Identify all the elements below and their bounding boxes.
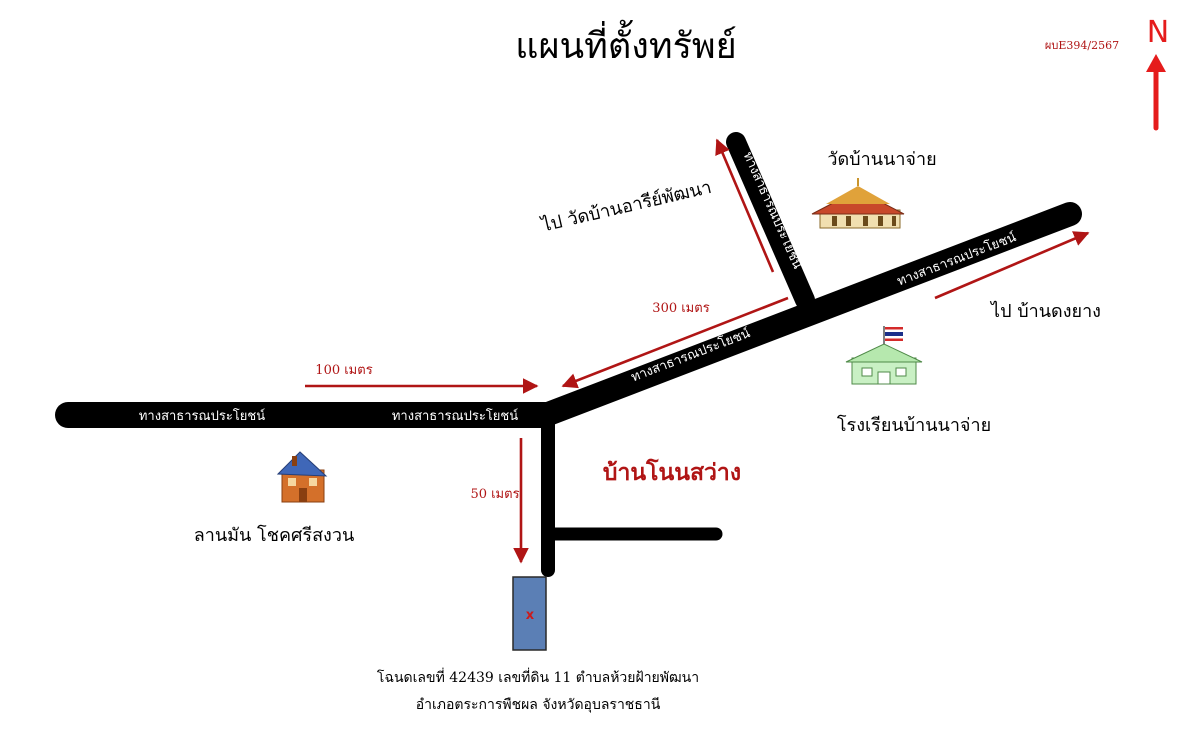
road-label-north-branch: ทางสาธารณประโยชน์ [740, 149, 806, 271]
distance-100m: 100 เมตร [315, 363, 372, 378]
arrow-to-ban-dong-yang [934, 231, 1090, 300]
direction-arrows [305, 138, 1090, 564]
road-network [55, 132, 1082, 577]
road-label-west: ทางสาธารณประโยชน์ [139, 408, 265, 424]
place-wat-ban-na-chai: วัดบ้านนาจ่าย [827, 149, 936, 170]
place-to-ban-dong-yang: ไป บ้านดงยาง [989, 300, 1101, 322]
distance-300m: 300 เมตร [652, 301, 709, 316]
distance-50m: 50 เมตร [470, 487, 519, 502]
road-north-branch [726, 132, 815, 310]
deed-line-1: โฉนดเลขที่ 42439 เลขที่ดิน 11 ตำบลห้วยฝ้… [377, 668, 699, 686]
road-label-center: ทางสาธารณประโยชน์ [392, 408, 518, 424]
thai-flag-icon [885, 327, 903, 341]
village-name: บ้านโนนสว่าง [603, 458, 741, 486]
house-icon [276, 451, 328, 503]
arrow-to-wat-ari [715, 138, 775, 273]
place-to-wat-ari: ไป วัดบ้านอารีย์พัฒนา [538, 176, 714, 237]
school-icon [845, 326, 923, 385]
property-plot: x [512, 576, 547, 651]
north-label: N [1147, 15, 1169, 50]
place-school: โรงเรียนบ้านนาจ่าย [837, 414, 991, 436]
place-lan-man: ลานมัน โชคศรีสงวน [194, 524, 355, 546]
road-diagonal [531, 202, 1082, 428]
temple-icon [811, 178, 905, 229]
deed-line-2: อำเภอตระการพืชผล จังหวัดอุบลราชธานี [416, 697, 661, 713]
document-code: ผบE394/2567 [1045, 39, 1119, 52]
property-mark: x [526, 608, 535, 623]
road-label-diagonal-high: ทางสาธารณประโยชน์ [895, 229, 1019, 289]
north-arrow-icon: N [1146, 15, 1169, 131]
map-title: แผนที่ตั้งทรัพย์ [515, 19, 736, 67]
arrow-300m [561, 296, 789, 389]
